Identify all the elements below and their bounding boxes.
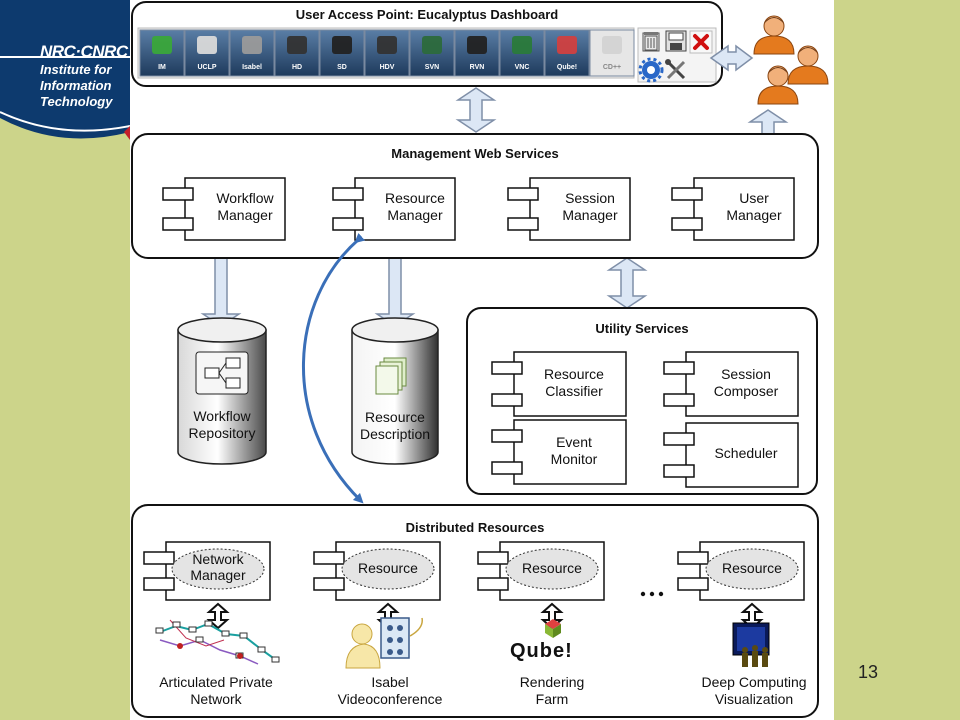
save-icon[interactable] bbox=[665, 30, 687, 52]
toolbar-tool-label: RVN bbox=[469, 64, 485, 71]
management-component-label: Session Manager bbox=[562, 190, 618, 223]
utility-component-label: Scheduler bbox=[714, 445, 778, 461]
videoconference-icon bbox=[345, 617, 423, 669]
distributed-node-caption: Articulated Private Network bbox=[159, 674, 273, 707]
management-title: Management Web Services bbox=[391, 146, 559, 161]
management-component-2 bbox=[507, 177, 631, 241]
distributed-node-label: Resource bbox=[722, 560, 782, 576]
distributed-node-ellipse bbox=[505, 548, 599, 590]
toolbar-tool-cd[interactable] bbox=[589, 29, 635, 77]
qube-logo-text: Qube! bbox=[510, 640, 573, 662]
toolbar-tool-sd[interactable] bbox=[319, 29, 365, 77]
tools-icon[interactable] bbox=[665, 59, 686, 80]
isabel-icon bbox=[242, 36, 262, 54]
network-graph-icon bbox=[155, 619, 280, 665]
toolbar-tool-label: HDV bbox=[379, 64, 395, 71]
uclp-icon bbox=[197, 36, 217, 54]
distributed-node-ellipse bbox=[705, 548, 799, 590]
nrc-brand-logo: NRC·CNRC bbox=[40, 42, 128, 61]
toolbar-tool-label: Isabel bbox=[242, 64, 262, 71]
nrc-logo-panel: NRC·CNRC Institute for Information Techn… bbox=[0, 0, 130, 160]
rvn-icon bbox=[467, 36, 487, 54]
utility-component-label: Event Monitor bbox=[550, 434, 598, 467]
distributed-node-label: Network Manager bbox=[190, 551, 246, 583]
visualization-cave-icon bbox=[732, 622, 770, 667]
dashboard-users-arrow bbox=[709, 44, 754, 72]
svn-icon bbox=[422, 36, 442, 54]
dashboard-management-arrow bbox=[455, 87, 497, 133]
toolbar-tool-label: HD bbox=[291, 64, 303, 71]
management-component-1 bbox=[332, 177, 456, 241]
toolbar-tool-label: CD++ bbox=[602, 64, 622, 71]
close-icon[interactable] bbox=[689, 30, 713, 54]
toolbar-tool-label: SVN bbox=[424, 64, 440, 71]
utility-component-3 bbox=[663, 422, 799, 488]
hdv-device-icon bbox=[377, 36, 397, 54]
management-component-label: User Manager bbox=[726, 190, 782, 223]
institute-name: Institute for Information Technology bbox=[40, 62, 113, 109]
hd-camera-icon bbox=[287, 36, 307, 54]
utility-component-0 bbox=[491, 351, 627, 417]
toolbar-tool-uclp[interactable] bbox=[184, 29, 230, 77]
nrc-logo-background bbox=[0, 0, 130, 160]
im-icon bbox=[152, 36, 172, 54]
toolbar-tool-qube[interactable] bbox=[544, 29, 590, 77]
utility-title: Utility Services bbox=[595, 321, 689, 336]
sd-device-icon bbox=[332, 36, 352, 54]
distributed-title: Distributed Resources bbox=[405, 520, 545, 535]
toolbar-tool-hd[interactable] bbox=[274, 29, 320, 77]
toolbar-tool-im[interactable] bbox=[139, 29, 185, 77]
toolbar-tool-label: IM bbox=[158, 64, 166, 71]
toolbar-tool-hdv[interactable] bbox=[364, 29, 410, 77]
toolbar-tool-svn[interactable] bbox=[409, 29, 455, 77]
management-box bbox=[131, 133, 819, 259]
distributed-node-caption: Isabel Videoconference bbox=[337, 674, 443, 707]
dashboard-title: User Access Point: Eucalyptus Dashboard bbox=[295, 7, 559, 22]
utility-component-label: Session Composer bbox=[713, 366, 779, 399]
toolbar-tool-vnc[interactable] bbox=[499, 29, 545, 77]
vnc-icon bbox=[512, 36, 532, 54]
trash-icon[interactable] bbox=[642, 32, 660, 52]
toolbar-tool-rvn[interactable] bbox=[454, 29, 500, 77]
resource-manager-distributed-curve bbox=[301, 232, 366, 504]
utility-component-2 bbox=[491, 419, 627, 485]
toolbar-tool-label: VNC bbox=[514, 64, 530, 71]
management-component-3 bbox=[671, 177, 795, 241]
cdpp-icon bbox=[602, 36, 622, 54]
distributed-node-ellipse bbox=[341, 548, 435, 590]
qube-logo-icon bbox=[545, 619, 561, 638]
more-resources-ellipsis bbox=[640, 591, 664, 597]
management-component-label: Resource Manager bbox=[385, 190, 445, 223]
distributed-node-caption: Rendering Farm bbox=[519, 674, 585, 707]
toolbar-tool-label: Qube! bbox=[556, 64, 578, 71]
distributed-node-link-arrow bbox=[206, 602, 230, 630]
distributed-box bbox=[131, 504, 819, 718]
settings-icon[interactable] bbox=[638, 57, 664, 83]
resource-description-label: Resource Description bbox=[359, 409, 431, 442]
distributed-node-label: Resource bbox=[358, 560, 418, 576]
distributed-node-caption: Deep Computing Visualization bbox=[701, 674, 807, 707]
management-utility-arrow bbox=[606, 257, 648, 309]
qube-icon bbox=[557, 36, 577, 54]
toolbar-tool-label: UCLP bbox=[197, 64, 217, 71]
workflow-repository-label: Workflow Repository bbox=[188, 408, 256, 441]
distributed-node-ellipse bbox=[171, 548, 265, 590]
distributed-node-label: Resource bbox=[522, 560, 582, 576]
users-icon bbox=[753, 15, 829, 105]
workflow-diagram-icon bbox=[195, 351, 249, 395]
management-component-label: Workflow Manager bbox=[216, 190, 274, 223]
utility-component-1 bbox=[663, 351, 799, 417]
page-number: 13 bbox=[858, 662, 879, 682]
management-component-0 bbox=[162, 177, 286, 241]
toolbar-tool-label: SD bbox=[337, 64, 347, 71]
utility-component-label: Resource Classifier bbox=[544, 366, 604, 399]
documents-icon bbox=[375, 357, 407, 395]
toolbar-tool-isabel[interactable] bbox=[229, 29, 275, 77]
